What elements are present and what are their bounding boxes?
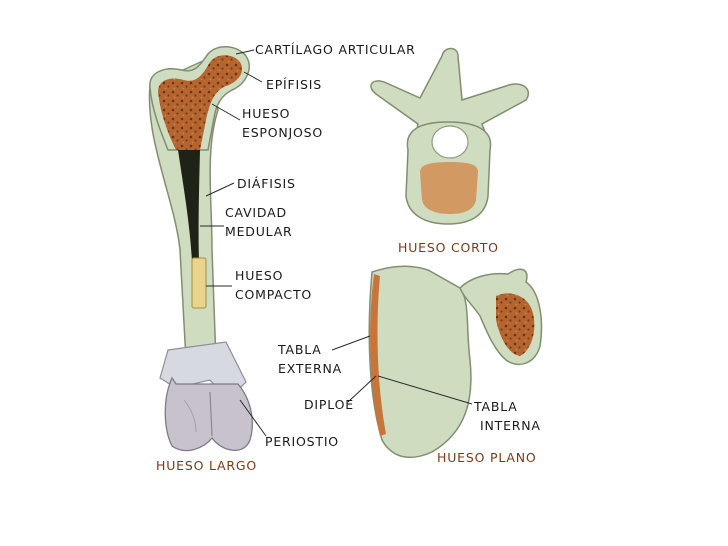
label-diploe: DIPLOE [304, 397, 354, 412]
flat-bone-illustration [368, 265, 543, 459]
label-spongy-bone-line2: ESPONJOSO [242, 125, 324, 140]
short-bone-illustration [370, 47, 529, 225]
scapula-spongy-section [496, 293, 535, 356]
label-epiphysis: EPÍFISIS [266, 77, 322, 92]
label-external-table: TABLA EXTERNA [278, 340, 342, 378]
vertebral-foramen [431, 125, 469, 159]
vertebra-processes [370, 47, 529, 143]
long-bone-medullary-cavity [178, 150, 200, 262]
label-spongy-bone: HUESO ESPONJOSO [242, 104, 323, 142]
scapula-external-table [370, 274, 386, 436]
label-medullary-cavity: CAVIDAD MEDULAR [225, 203, 293, 241]
label-compact-bone: HUESO COMPACTO [235, 266, 312, 304]
long-bone-leader-lines [200, 49, 267, 437]
scapula-blade [368, 265, 472, 459]
vertebra-spongy-center [420, 162, 478, 214]
caption-flat-bone: HUESO PLANO [437, 450, 537, 465]
label-articular-cartilage: CARTÍLAGO ARTICULAR [255, 42, 416, 57]
long-bone-compact-insert [191, 257, 207, 309]
label-diaphysis: DIÁFISIS [237, 176, 296, 191]
long-bone-spongy-tissue [158, 55, 243, 150]
label-compact-bone-line1: HUESO [235, 268, 284, 283]
label-internal-table-line2: INTERNA [480, 418, 541, 433]
label-periosteum: PERIOSTIO [265, 434, 339, 449]
label-medullary-cavity-line2: MEDULAR [225, 224, 293, 239]
label-internal-table: TABLA INTERNA [474, 397, 541, 435]
label-spongy-bone-line1: HUESO [242, 106, 291, 121]
label-external-table-line2: EXTERNA [278, 361, 342, 376]
label-medullary-cavity-line1: CAVIDAD [225, 205, 287, 220]
caption-short-bone: HUESO CORTO [398, 240, 499, 255]
long-bone-illustration [148, 46, 253, 452]
long-bone-distal-end [164, 376, 253, 452]
label-internal-table-line1: TABLA [474, 399, 518, 414]
label-compact-bone-line2: COMPACTO [235, 287, 313, 302]
flat-bone-leader-lines [331, 335, 473, 405]
label-external-table-line1: TABLA [278, 342, 322, 357]
caption-long-bone: HUESO LARGO [156, 458, 258, 473]
